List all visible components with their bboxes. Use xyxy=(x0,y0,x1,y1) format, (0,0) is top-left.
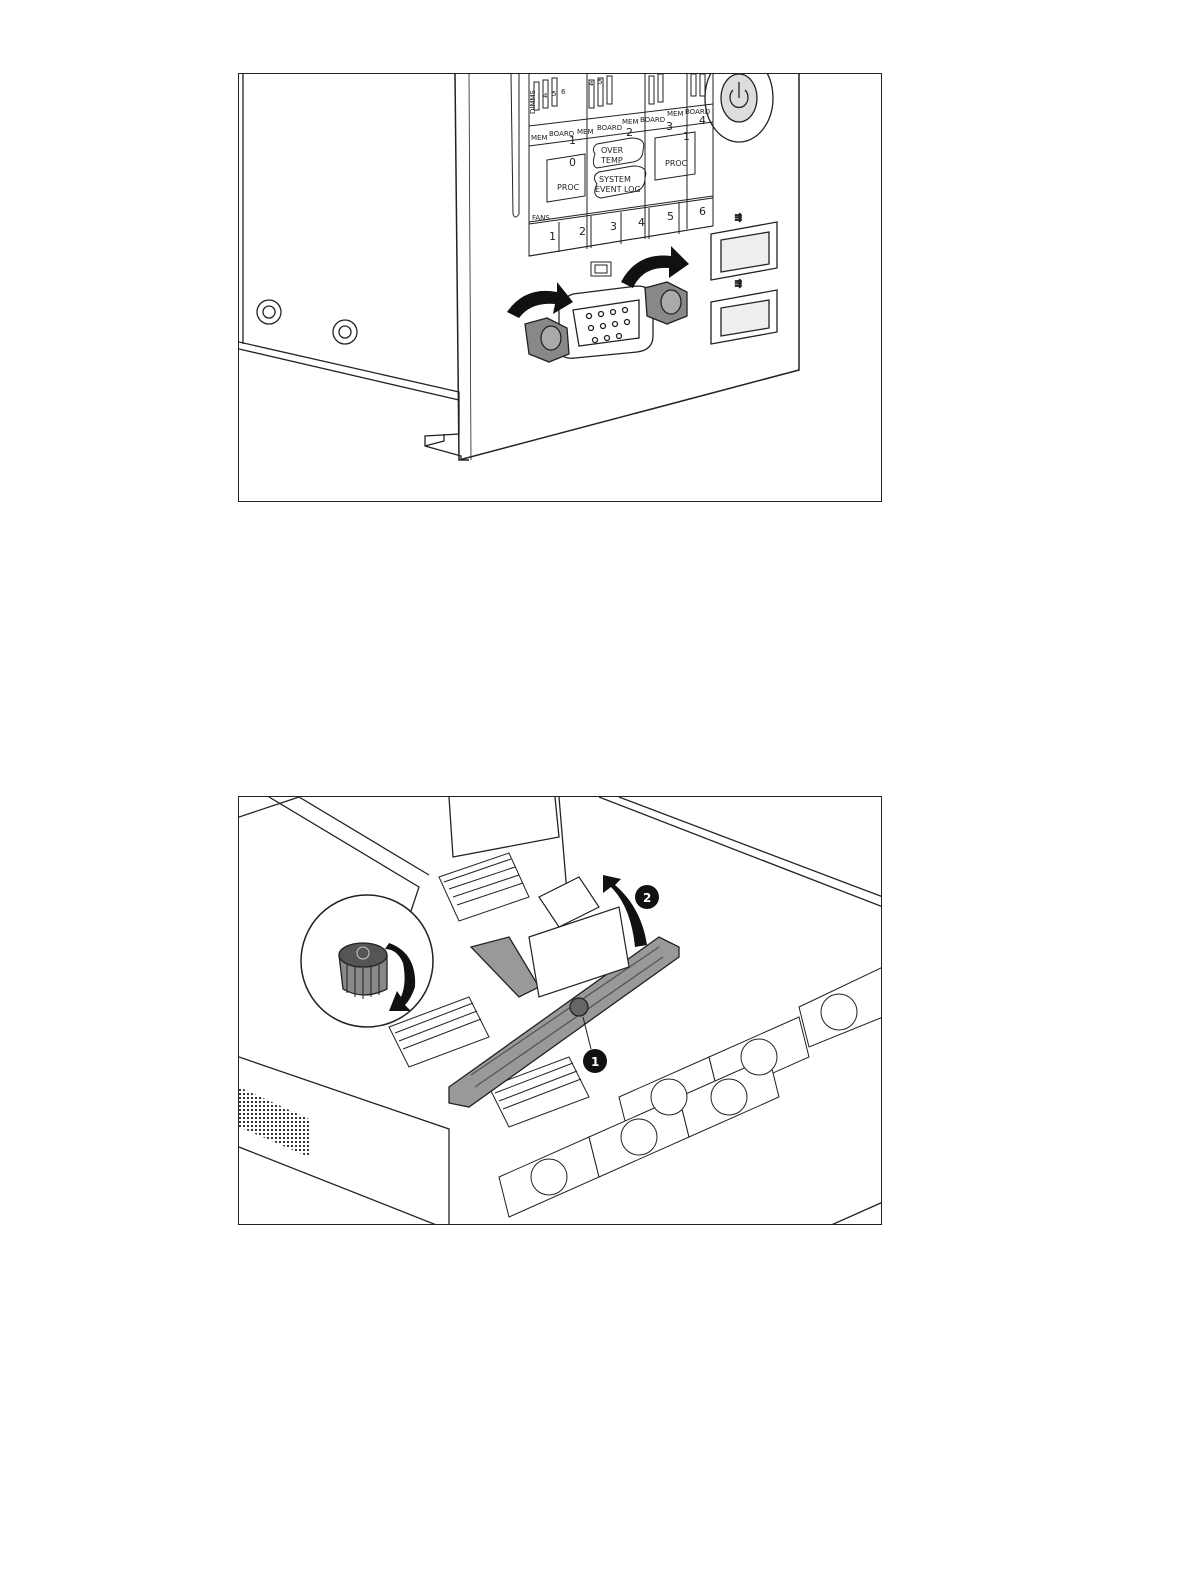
thumbscrew-icon xyxy=(339,943,387,999)
fan-2: 2 xyxy=(579,225,586,238)
svg-text:2: 2 xyxy=(643,891,651,905)
proc-0-label: PROC xyxy=(557,183,580,192)
proc-1-label: PROC xyxy=(665,159,688,168)
dimm-slot-5: 5 xyxy=(552,90,556,98)
chassis-side xyxy=(239,74,461,460)
board-label-2: BOARD xyxy=(597,124,622,132)
fan-6: 6 xyxy=(699,205,706,218)
sel-label-1: SYSTEM xyxy=(599,175,631,184)
thumbscrew-inset xyxy=(301,895,433,1027)
over-temp-label-2: TEMP xyxy=(600,156,623,165)
fan-1: 1 xyxy=(549,230,556,243)
svg-text:1: 1 xyxy=(591,1055,599,1069)
fan-3: 3 xyxy=(610,220,617,233)
dimms-label: DIMMS xyxy=(529,89,537,114)
board-label-3: BOARD xyxy=(640,116,665,124)
proc-0-number: 0 xyxy=(569,156,576,169)
power-button-icon xyxy=(705,74,773,142)
mem-label-3: MEM xyxy=(622,118,639,126)
figure-vga-connector-removal: DIMMS 4 5 6 4 5 MEM BOARD MEM BOARD MEM … xyxy=(238,73,882,502)
mem-label-1: MEM xyxy=(531,134,548,142)
mem-board-4: 4 xyxy=(699,114,706,127)
mem-label-2: MEM xyxy=(577,128,594,136)
fan-4: 4 xyxy=(638,216,645,229)
callout-1: 1 xyxy=(583,1017,607,1073)
vga-port-icon xyxy=(591,262,611,276)
mem-board-2: 2 xyxy=(626,126,633,139)
vent-mesh xyxy=(239,1087,309,1157)
usb-icon-2: ⇶ xyxy=(735,279,742,288)
figure-riser-cage-thumbscrew: 1 2 xyxy=(238,796,882,1225)
fan-5: 5 xyxy=(667,210,674,223)
over-temp-label-1: OVER xyxy=(601,146,624,155)
fans-label: FANS xyxy=(532,214,550,222)
server-interior-illustration: 1 2 xyxy=(239,797,882,1225)
dimm-slot-4b: 4 xyxy=(589,80,594,88)
usb-icon: ⇶ xyxy=(735,213,742,222)
mem-board-3: 3 xyxy=(666,120,673,133)
server-front-panel-illustration: DIMMS 4 5 6 4 5 MEM BOARD MEM BOARD MEM … xyxy=(239,74,882,502)
callout-2: 2 xyxy=(635,885,659,909)
dimm-slot-6: 6 xyxy=(561,88,566,96)
sel-label-2: EVENT LOG xyxy=(595,185,641,194)
mem-board-1: 1 xyxy=(569,134,576,147)
dimm-slot-5b: 5 xyxy=(598,78,602,86)
mem-label-4: MEM xyxy=(667,110,684,118)
proc-1-number: 1 xyxy=(683,130,690,143)
usb-ports: ⇶ ⇶ xyxy=(711,213,777,344)
dimm-slot-4: 4 xyxy=(543,92,548,100)
